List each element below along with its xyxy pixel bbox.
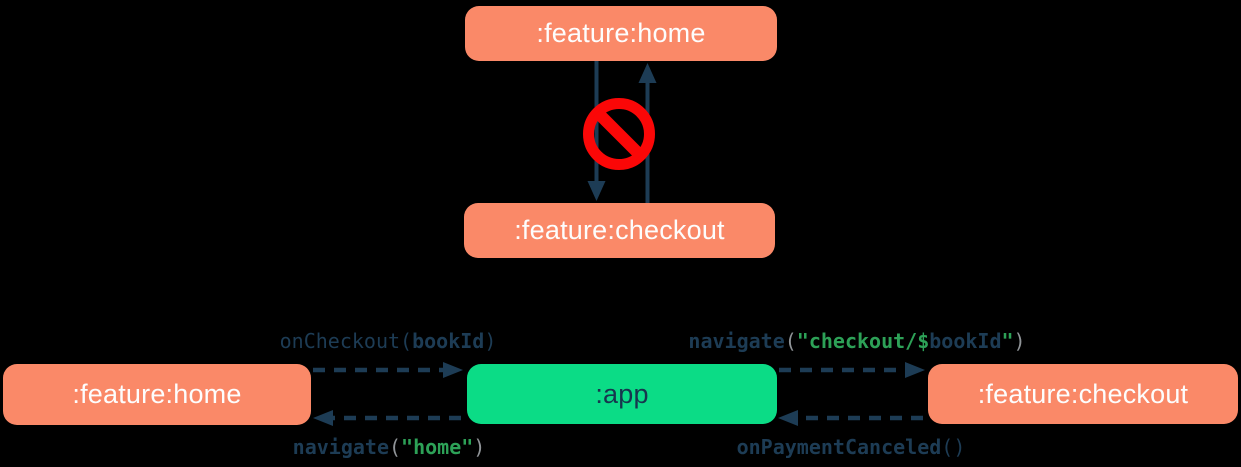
navigate-arrow-app-to-home xyxy=(313,410,461,426)
edge-label-navigate-home: navigate("home") xyxy=(293,436,486,458)
code-paren: ( xyxy=(388,435,402,459)
code-string: "checkout/$ xyxy=(796,329,930,353)
module-box-feature-checkout-top: :feature:checkout xyxy=(464,203,775,258)
event-arrow-checkout-to-app xyxy=(778,410,923,426)
code-template-var: bookId xyxy=(929,329,1002,353)
module-box-feature-home-bottom: :feature:home xyxy=(3,364,311,425)
navigate-arrow-app-to-checkout xyxy=(779,362,925,378)
code-paren: ) xyxy=(473,435,486,459)
code-paren: ( xyxy=(784,329,797,353)
module-box-feature-home-top: :feature:home xyxy=(465,6,777,61)
edge-label-onpaymentcanceled: onPaymentCanceled() xyxy=(737,436,966,458)
no-entry-icon xyxy=(583,98,655,170)
code-fn: onCheckout xyxy=(279,329,401,353)
code-fn: navigate xyxy=(292,435,389,459)
edge-label-navigate-checkout: navigate("checkout/$bookId") xyxy=(688,330,1025,352)
code-fn: navigate xyxy=(688,329,785,353)
event-arrow-home-to-app xyxy=(313,362,463,378)
code-paren: ) xyxy=(484,329,497,353)
code-arg: bookId xyxy=(412,329,485,353)
code-paren: () xyxy=(941,435,966,459)
code-paren: ) xyxy=(1013,329,1026,353)
code-fn: onPaymentCanceled xyxy=(736,435,942,459)
edge-label-oncheckout: onCheckout(bookId) xyxy=(280,330,497,352)
code-string: "home" xyxy=(401,435,474,459)
module-box-feature-checkout-bottom: :feature:checkout xyxy=(928,364,1238,424)
code-paren: ( xyxy=(400,329,413,353)
module-box-app: :app xyxy=(467,364,777,424)
code-string: " xyxy=(1001,329,1014,353)
